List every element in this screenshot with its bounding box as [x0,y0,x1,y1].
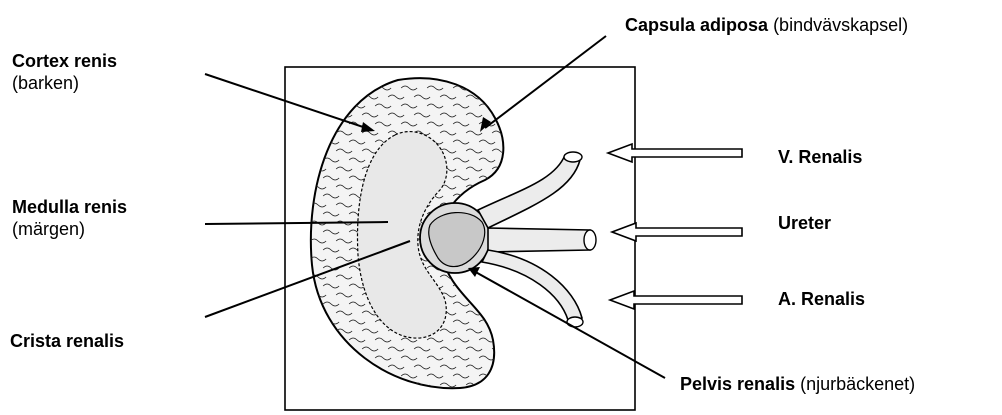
cortex-wave-stroke [388,383,404,387]
crista-label: Crista renalis [10,330,124,352]
ureter-vessel [488,228,590,252]
ureter-arrow [612,223,742,241]
cortex-wave-stroke [505,374,521,378]
cortex-wave-stroke [362,383,378,387]
cortex-wave-stroke [505,176,521,180]
cortex-wave-stroke [310,383,326,387]
capsula-pointer [485,36,606,128]
cortex-wave-stroke [479,86,495,90]
arteria-label: A. Renalis [778,288,865,310]
cortex-wave-stroke [323,374,339,378]
pelvis-label: Pelvis renalis (njurbäckenet) [680,373,915,395]
pelvis-pointer [472,270,665,378]
cortex-wave-stroke [492,311,508,315]
cortex-wave-stroke [349,86,365,90]
cortex-wave-stroke [466,293,482,297]
cortex-wave-stroke [336,347,352,351]
cortex-pointer [205,74,372,130]
cortex-wave-stroke [492,185,508,189]
cortex-wave-stroke [505,338,521,342]
vena-renalis-end [564,152,582,162]
cortex-wave-stroke [505,284,521,288]
cortex-wave-stroke [310,329,326,333]
cortex-wave-stroke [505,122,521,126]
cortex-wave-stroke [505,86,521,90]
cortex-wave-stroke [323,104,339,108]
cortex-wave-stroke [505,356,521,360]
cortex-wave-stroke [375,374,391,378]
cortex-wave-stroke [505,302,521,306]
cortex-wave-stroke [336,383,352,387]
arteria-arrow [610,291,742,309]
cortex-wave-stroke [479,302,495,306]
cortex-wave-stroke [479,284,495,288]
cortex-wave-stroke [505,158,521,162]
cortex-wave-stroke [492,275,508,279]
capsula-label: Capsula adiposa (bindvävskapsel) [625,14,908,36]
cortex-wave-stroke [505,140,521,144]
cortex-wave-stroke [323,86,339,90]
vena-label: V. Renalis [778,146,862,168]
cortex-wave-stroke [310,149,326,153]
cortex-wave-stroke [492,329,508,333]
cortex-wave-stroke [323,338,339,342]
cortex-wave-stroke [492,95,508,99]
cortex-wave-stroke [492,383,508,387]
cortex-wave-stroke [310,347,326,351]
cortex-wave-stroke [492,293,508,297]
ureter-end [584,230,596,250]
cortex-wave-stroke [310,95,326,99]
ureter-label: Ureter [778,212,831,234]
cortex-wave-stroke [323,122,339,126]
medulla-label: Medulla renis(märgen) [12,196,127,240]
pelvis-pointer-head [468,267,480,277]
cortex-wave-stroke [310,131,326,135]
cortex-label: Cortex renis(barken) [12,50,117,94]
cortex-wave-stroke [336,365,352,369]
cortex-wave-stroke [479,266,495,270]
cortex-wave-stroke [323,356,339,360]
cortex-wave-stroke [492,365,508,369]
cortex-wave-stroke [479,194,495,198]
cortex-wave-stroke [336,95,352,99]
cortex-wave-stroke [505,320,521,324]
vena-arrow [608,144,742,162]
cortex-wave-stroke [310,365,326,369]
cortex-wave-stroke [310,311,326,315]
cortex-wave-stroke [349,374,365,378]
